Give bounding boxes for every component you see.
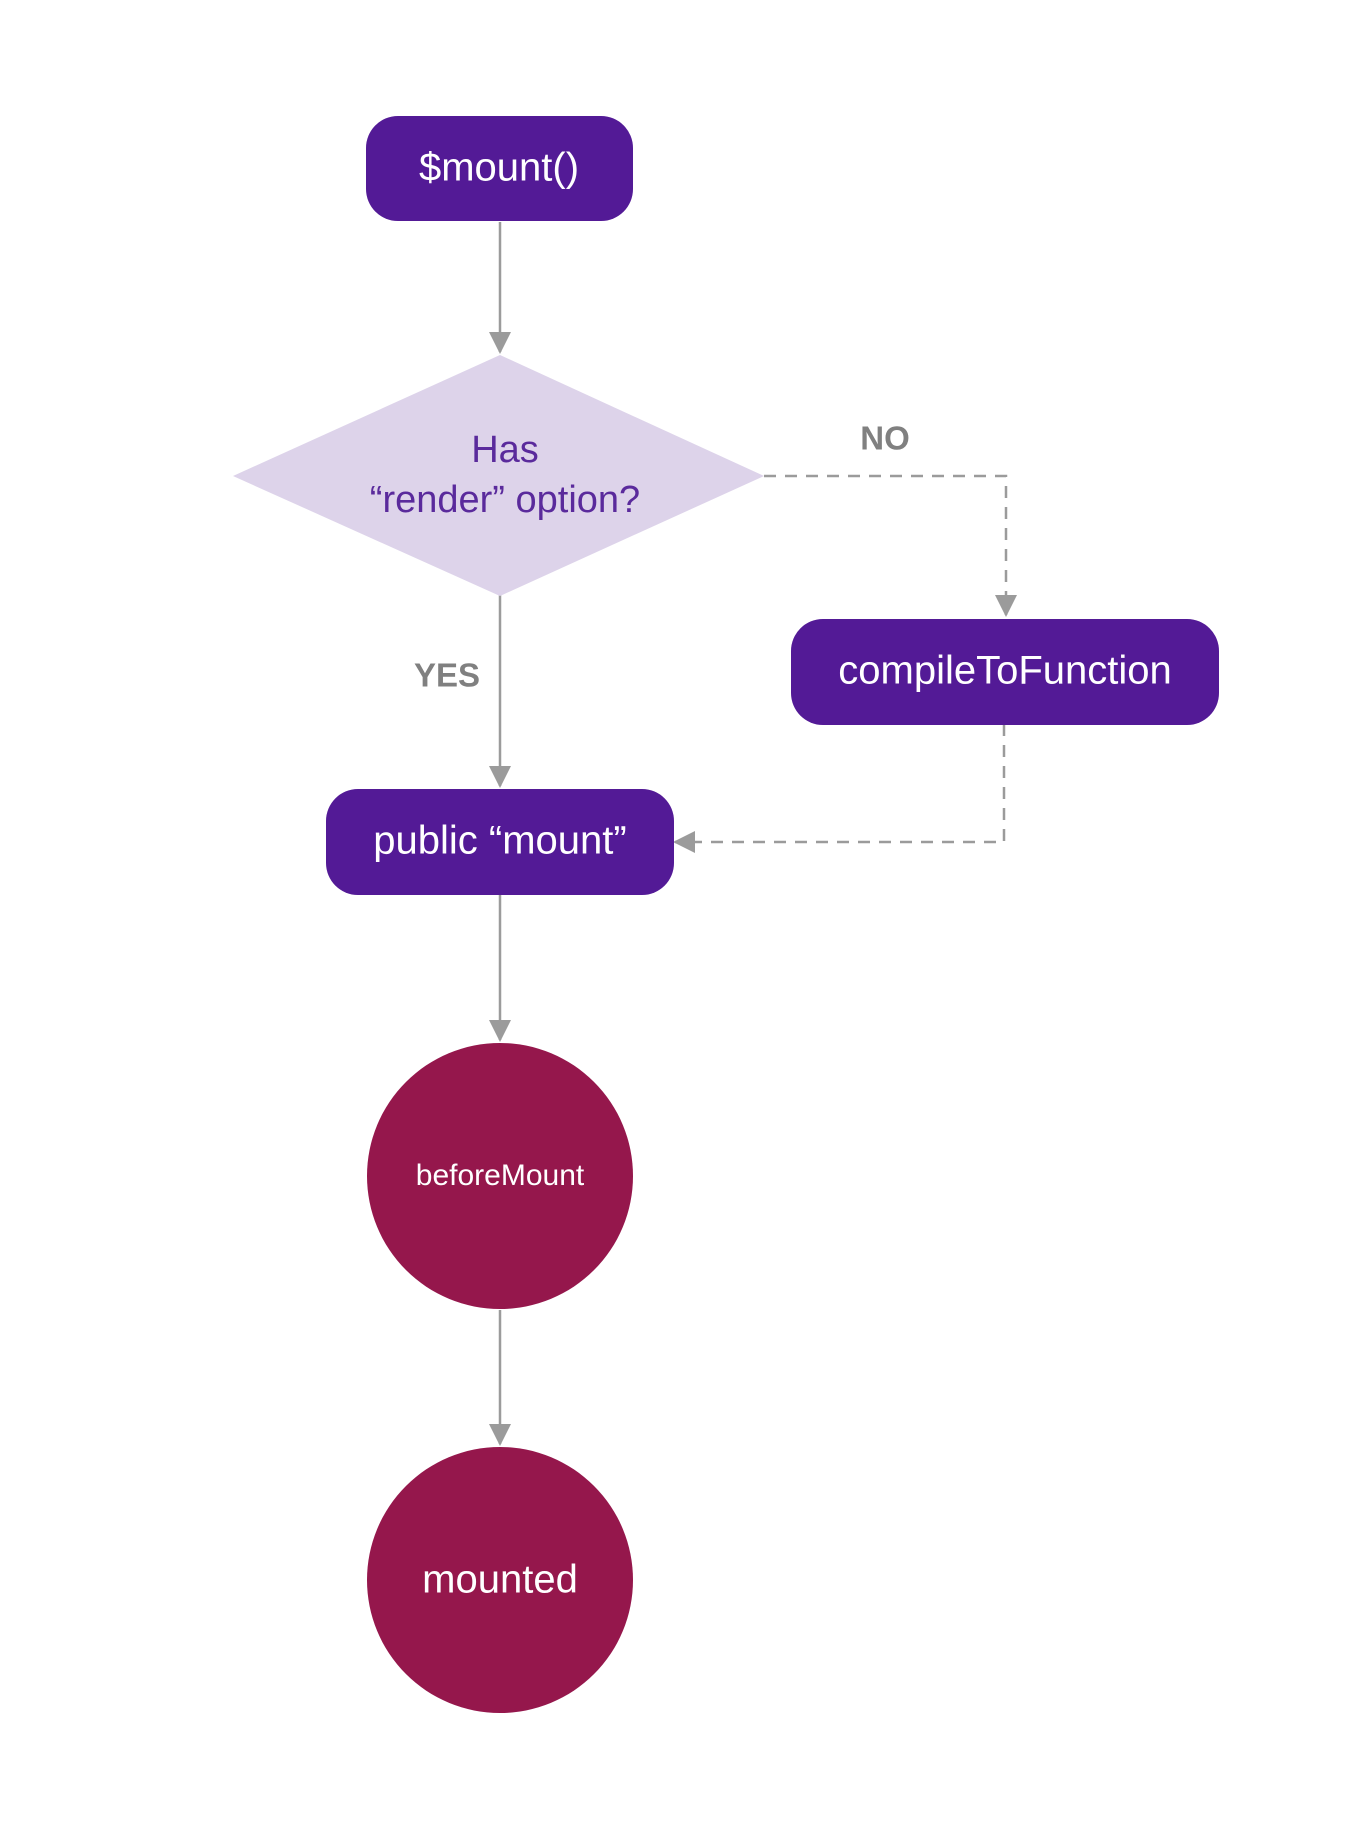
- edges: [489, 222, 1017, 1446]
- decision-diamond: [233, 355, 764, 596]
- before-mount-circle: [367, 1043, 633, 1309]
- mount-call-box: [366, 116, 633, 221]
- edge-decision-no: [764, 474, 1017, 617]
- mounted-circle: [367, 1447, 633, 1713]
- decision-label-line2: “render” option?: [370, 479, 640, 521]
- compile-node: compileToFunction: [791, 619, 1219, 725]
- before-mount-node: beforeMount: [367, 1043, 633, 1309]
- mount-call-node: $mount(): [366, 116, 633, 221]
- public-mount-node: public “mount”: [326, 789, 674, 895]
- edge-label-yes: YES: [414, 657, 480, 694]
- mounted-label: mounted: [422, 1558, 578, 1602]
- mounted-node: mounted: [367, 1447, 633, 1713]
- compile-label: compileToFunction: [838, 649, 1172, 693]
- public-mount-box: [326, 789, 674, 895]
- decision-label-line1: Has: [471, 429, 539, 471]
- edge-compile-to-mount: [673, 724, 1006, 853]
- before-mount-label: beforeMount: [416, 1159, 585, 1192]
- decision-node: Has “render” option?: [233, 355, 764, 596]
- edge-label-no: NO: [860, 420, 910, 457]
- mount-call-label: $mount(): [419, 146, 579, 190]
- compile-box: [791, 619, 1219, 725]
- public-mount-label: public “mount”: [373, 819, 626, 863]
